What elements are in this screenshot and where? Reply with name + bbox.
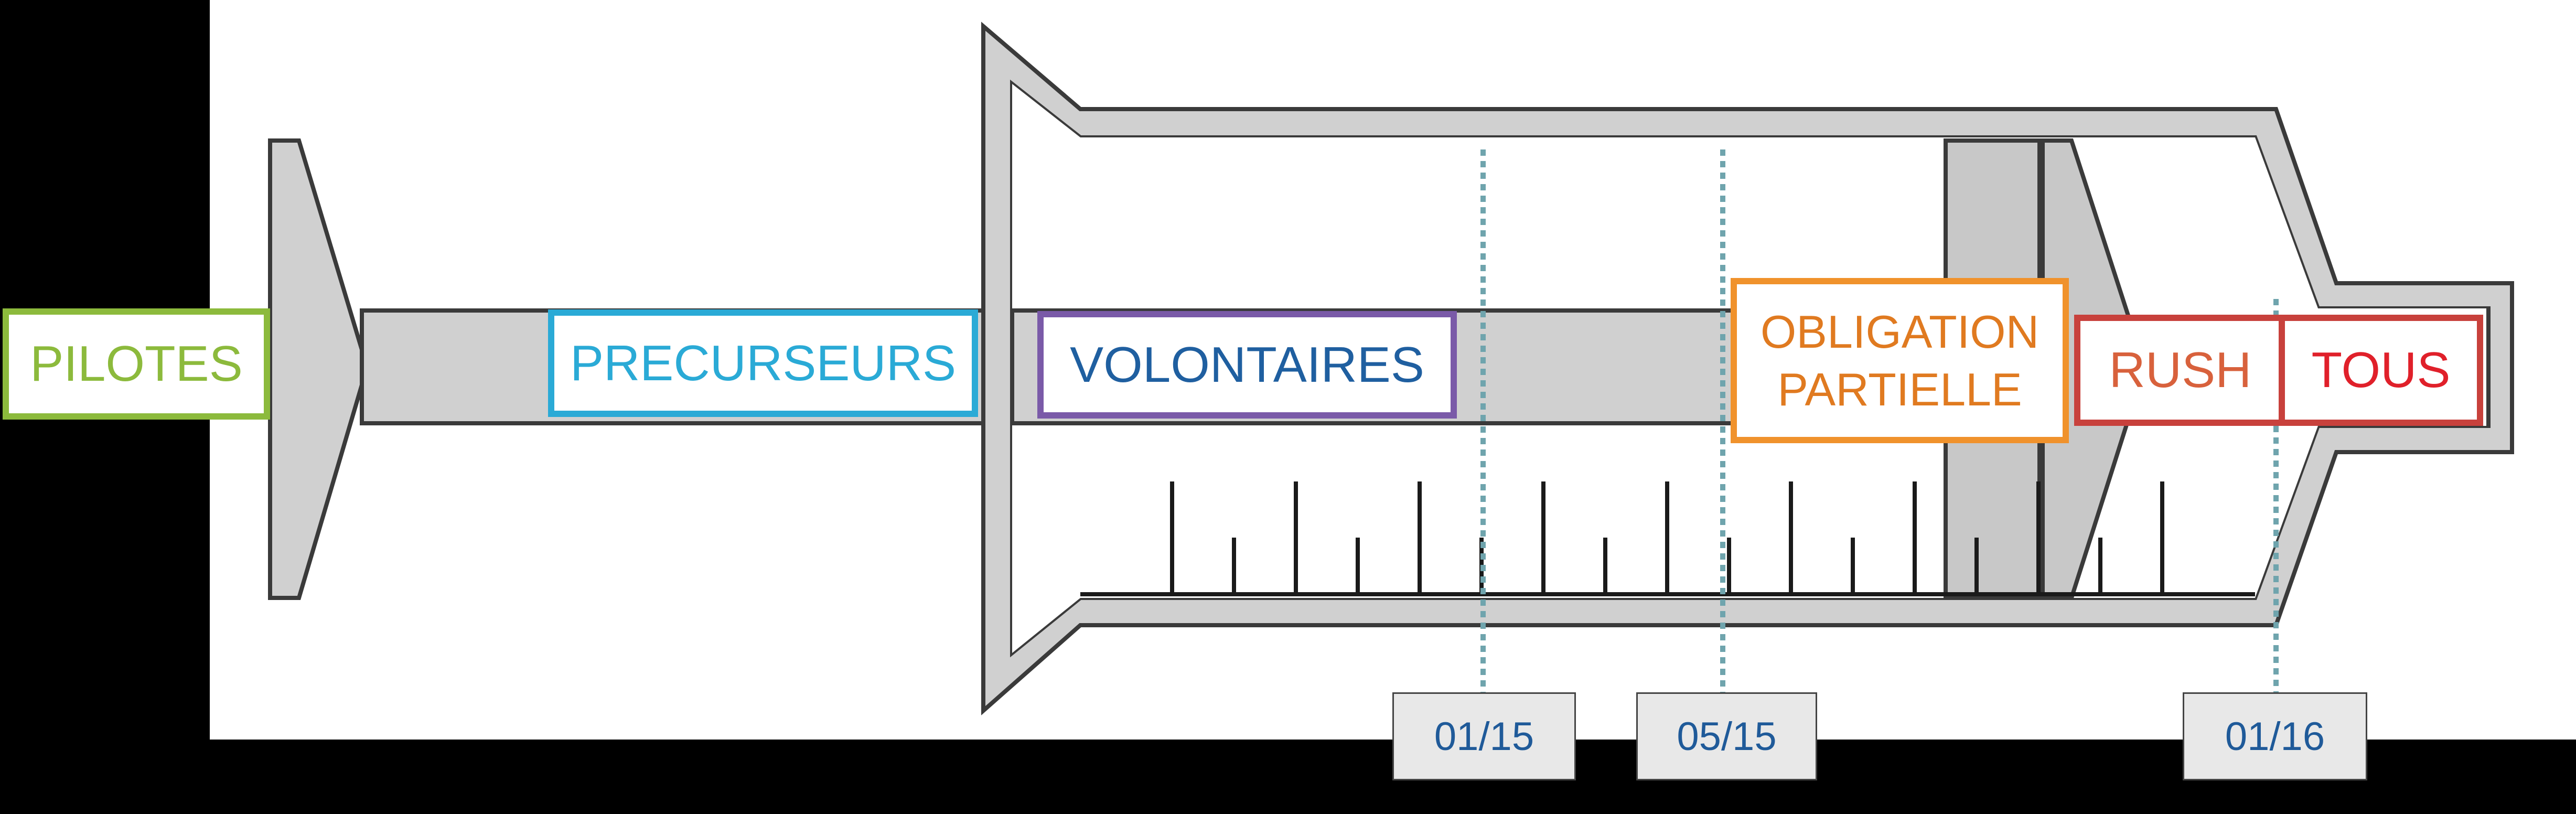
date-label-01-16: 01/16 [2183, 692, 2367, 780]
graduation-ticks [1170, 481, 2164, 594]
stage-label: PILOTES [30, 336, 243, 392]
stage-tous: TOUS [2279, 315, 2483, 426]
plunger-thumb [268, 138, 370, 600]
stage-precurseurs: PRECURSEURS [548, 309, 978, 417]
stage-pilotes: PILOTES [3, 308, 270, 420]
stage-obligation-partielle: OBLIGATION PARTIELLE [1731, 278, 2069, 443]
stage-label: PRECURSEURS [570, 335, 957, 391]
stage-label: TOUS [2311, 342, 2451, 398]
stage-rush: RUSH [2074, 315, 2287, 426]
date-label-01-15: 01/15 [1392, 692, 1576, 780]
stage-label: RUSH [2109, 342, 2252, 398]
stage-label: OBLIGATION PARTIELLE [1760, 305, 2040, 415]
date-label-05-15: 05/15 [1636, 692, 1817, 780]
stage-volontaires: VOLONTAIRES [1037, 311, 1457, 419]
stage-label: VOLONTAIRES [1070, 336, 1424, 393]
